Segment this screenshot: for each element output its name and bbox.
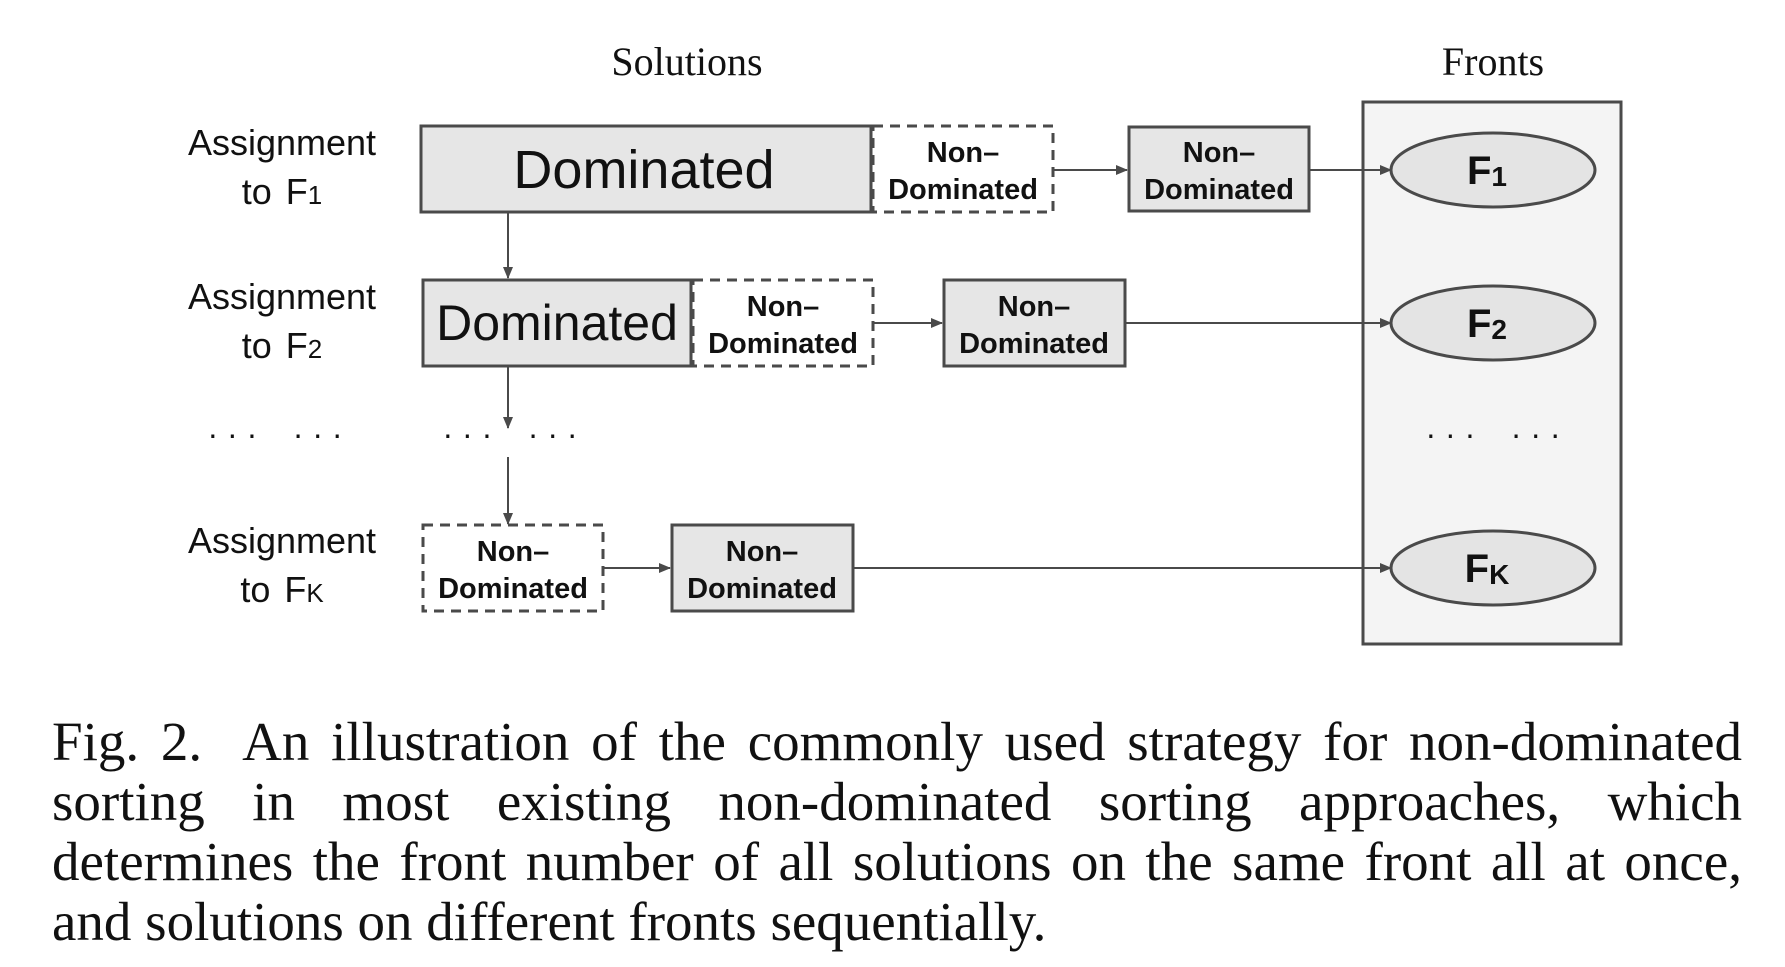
front-k-label: FK bbox=[1465, 547, 1510, 591]
ellipsis-middle: · · · · · · bbox=[442, 416, 577, 452]
row-1-nondominated-dashed-line1: Non– bbox=[927, 137, 1000, 169]
ellipsis-fronts: · · · · · · bbox=[1425, 416, 1560, 452]
row-2-assignment-label: Assignment bbox=[188, 276, 376, 317]
row-k-nondominated-dashed-line2: Dominated bbox=[438, 573, 588, 605]
row-k-nondominated-dashed-line1: Non– bbox=[477, 536, 550, 568]
front-1: F1 bbox=[1389, 131, 1597, 209]
front-1-label: F1 bbox=[1467, 149, 1507, 193]
row-2-nondominated-line2: Dominated bbox=[959, 328, 1109, 360]
row-k-nondominated-line2: Dominated bbox=[687, 573, 837, 605]
caption-text: An illustration of the commonly used str… bbox=[52, 711, 1742, 952]
row-1-nondominated-line2: Dominated bbox=[1144, 174, 1294, 206]
row-1-assignment-label: Assignment bbox=[188, 122, 376, 163]
front-2-label: F2 bbox=[1467, 302, 1507, 346]
row-k-assignment-label: Assignment bbox=[188, 520, 376, 561]
row-1-nondominated-dashed-box bbox=[871, 124, 1055, 214]
row-1-dominated-label: Dominated bbox=[513, 140, 774, 200]
front-k-ellipse bbox=[1389, 529, 1597, 607]
ellipsis-left: · · · · · · bbox=[207, 416, 342, 452]
row-2-nondominated-box bbox=[942, 278, 1127, 368]
row-2-nondominated-line1: Non– bbox=[998, 291, 1071, 323]
row-k-nondominated-box bbox=[670, 523, 855, 613]
figure-label: Fig. 2. bbox=[52, 711, 203, 772]
row-1-nondominated-box bbox=[1127, 125, 1311, 213]
front-2-ellipse bbox=[1389, 284, 1597, 362]
row-1-dominated-box bbox=[419, 124, 873, 214]
row-2-dominated-box bbox=[421, 278, 693, 368]
row-2-nondominated-dashed-box bbox=[691, 278, 875, 368]
front-2: F2 bbox=[1389, 284, 1597, 362]
front-1-ellipse bbox=[1389, 131, 1597, 209]
solutions-header: Solutions bbox=[611, 39, 762, 84]
row-1-nondominated-line1: Non– bbox=[1183, 137, 1256, 169]
row-2-dominated-label: Dominated bbox=[436, 295, 678, 351]
figure-caption: Fig. 2.An illustration of the commonly u… bbox=[52, 712, 1742, 952]
front-k: FK bbox=[1389, 529, 1597, 607]
row-2-nondominated-dashed-line2: Dominated bbox=[708, 328, 858, 360]
row-k-nondominated-line1: Non– bbox=[726, 536, 799, 568]
row-2-nondominated-dashed-line1: Non– bbox=[747, 291, 820, 323]
fronts-header: Fronts bbox=[1442, 39, 1544, 84]
row-1-nondominated-dashed-line2: Dominated bbox=[888, 174, 1038, 206]
